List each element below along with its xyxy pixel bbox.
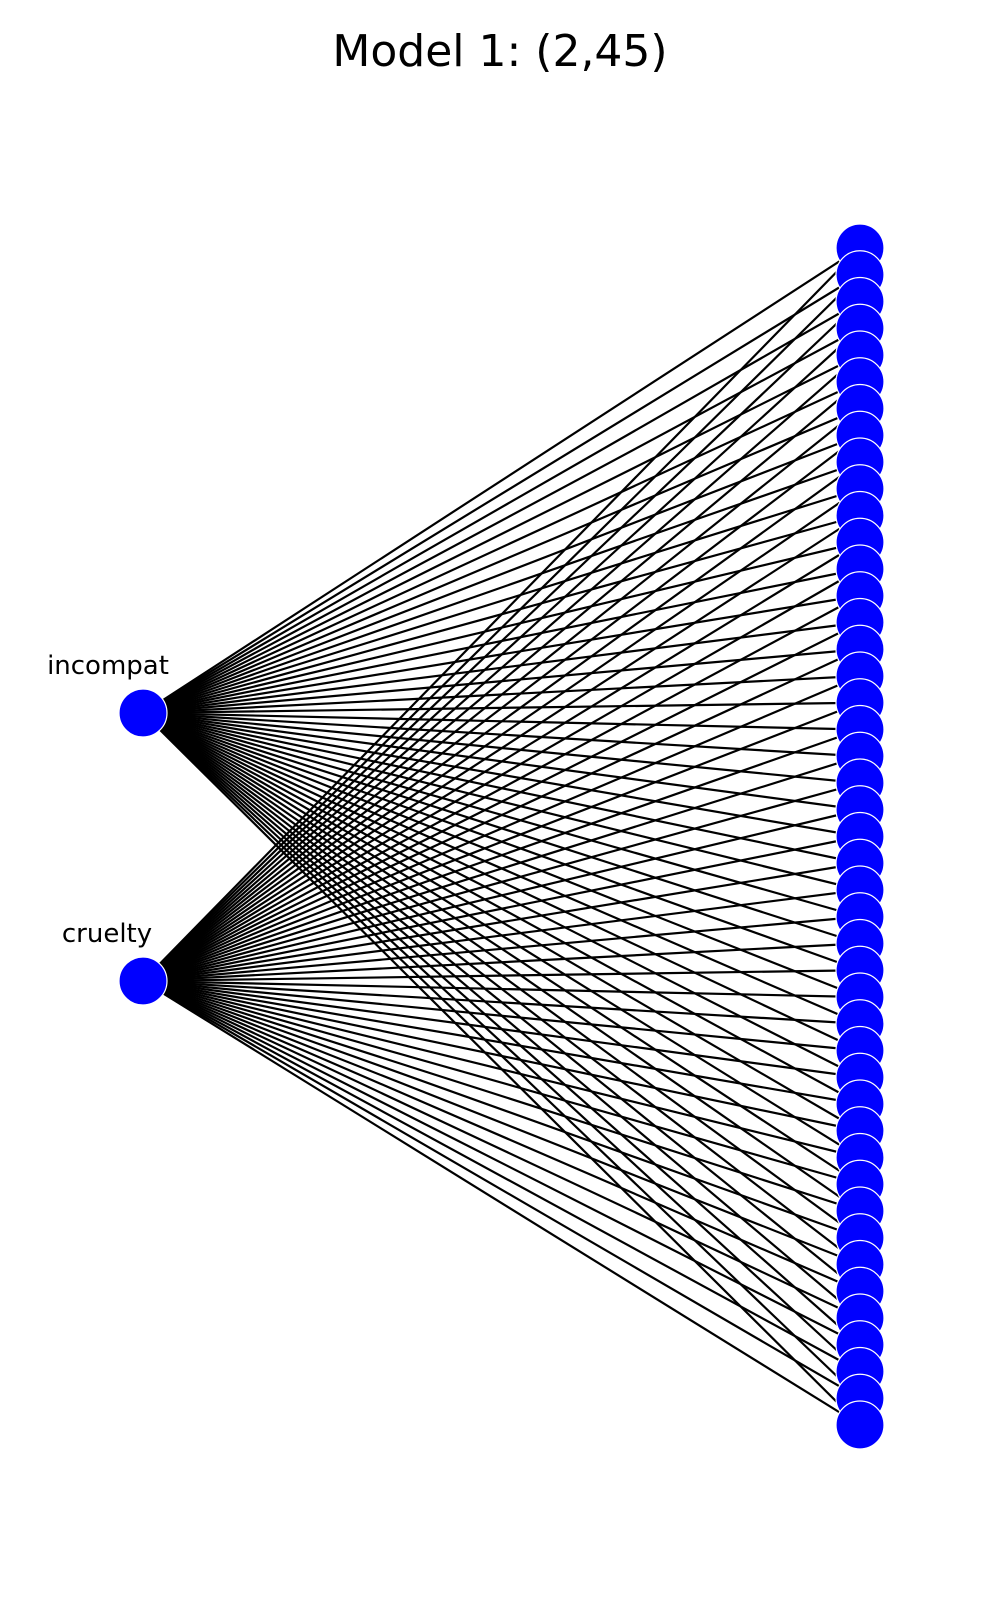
edge-cruelty-8 bbox=[142, 461, 861, 982]
edge-cruelty-25 bbox=[142, 915, 861, 983]
edge-cruelty-4 bbox=[142, 354, 861, 982]
edge-cruelty-40 bbox=[142, 980, 861, 1319]
edge-cruelty-34 bbox=[142, 979, 861, 1159]
labels-layer: incompat cruelty bbox=[47, 651, 169, 949]
edge-cruelty-30 bbox=[142, 979, 861, 1052]
edge-cruelty-15 bbox=[142, 648, 861, 982]
edge-cruelty-7 bbox=[142, 434, 861, 982]
nodes-layer bbox=[118, 223, 885, 1450]
edge-cruelty-44 bbox=[142, 980, 861, 1426]
edge-cruelty-9 bbox=[142, 487, 861, 982]
edge-cruelty-32 bbox=[142, 979, 861, 1106]
edge-incompat-9 bbox=[142, 487, 861, 715]
edge-cruelty-33 bbox=[142, 979, 861, 1132]
right-node-44 bbox=[835, 1400, 885, 1450]
edge-cruelty-12 bbox=[142, 568, 861, 982]
edge-cruelty-16 bbox=[142, 674, 861, 983]
edge-cruelty-38 bbox=[142, 979, 861, 1266]
edge-cruelty-41 bbox=[142, 980, 861, 1346]
edge-cruelty-23 bbox=[142, 862, 861, 983]
left-node-cruelty bbox=[118, 956, 168, 1006]
edge-cruelty-37 bbox=[142, 979, 861, 1239]
edge-cruelty-43 bbox=[142, 980, 861, 1400]
edge-cruelty-22 bbox=[142, 835, 861, 983]
edge-incompat-2 bbox=[142, 300, 861, 714]
edge-cruelty-21 bbox=[142, 808, 861, 983]
node-label-cruelty: cruelty bbox=[62, 919, 152, 949]
left-node-incompat bbox=[118, 688, 168, 738]
edge-cruelty-10 bbox=[142, 514, 861, 982]
edge-cruelty-6 bbox=[142, 407, 861, 982]
edge-cruelty-26 bbox=[142, 942, 861, 983]
edge-cruelty-14 bbox=[142, 621, 861, 982]
edge-cruelty-13 bbox=[142, 594, 861, 982]
edge-cruelty-17 bbox=[142, 701, 861, 983]
edge-incompat-1 bbox=[142, 273, 861, 714]
chart-title: Model 1: (2,45) bbox=[332, 26, 667, 77]
edge-cruelty-36 bbox=[142, 979, 861, 1213]
edge-incompat-7 bbox=[142, 434, 861, 715]
edge-cruelty-11 bbox=[142, 541, 861, 982]
node-label-incompat: incompat bbox=[47, 651, 169, 681]
edge-cruelty-31 bbox=[142, 979, 861, 1079]
edge-cruelty-5 bbox=[142, 380, 861, 982]
edge-cruelty-3 bbox=[142, 327, 861, 982]
edge-cruelty-19 bbox=[142, 755, 861, 983]
edge-cruelty-20 bbox=[142, 781, 861, 983]
edge-cruelty-24 bbox=[142, 888, 861, 983]
edge-cruelty-28 bbox=[142, 979, 861, 999]
edge-cruelty-0 bbox=[142, 247, 861, 982]
edge-cruelty-35 bbox=[142, 979, 861, 1186]
edges-layer bbox=[142, 247, 861, 1426]
edge-cruelty-27 bbox=[142, 969, 861, 983]
edge-cruelty-18 bbox=[142, 728, 861, 983]
edge-incompat-5 bbox=[142, 380, 861, 714]
edge-incompat-0 bbox=[142, 247, 861, 714]
edge-cruelty-29 bbox=[142, 979, 861, 1025]
edge-cruelty-39 bbox=[142, 979, 861, 1293]
edge-cruelty-1 bbox=[142, 273, 861, 982]
edge-cruelty-42 bbox=[142, 980, 861, 1373]
edge-cruelty-2 bbox=[142, 300, 861, 982]
